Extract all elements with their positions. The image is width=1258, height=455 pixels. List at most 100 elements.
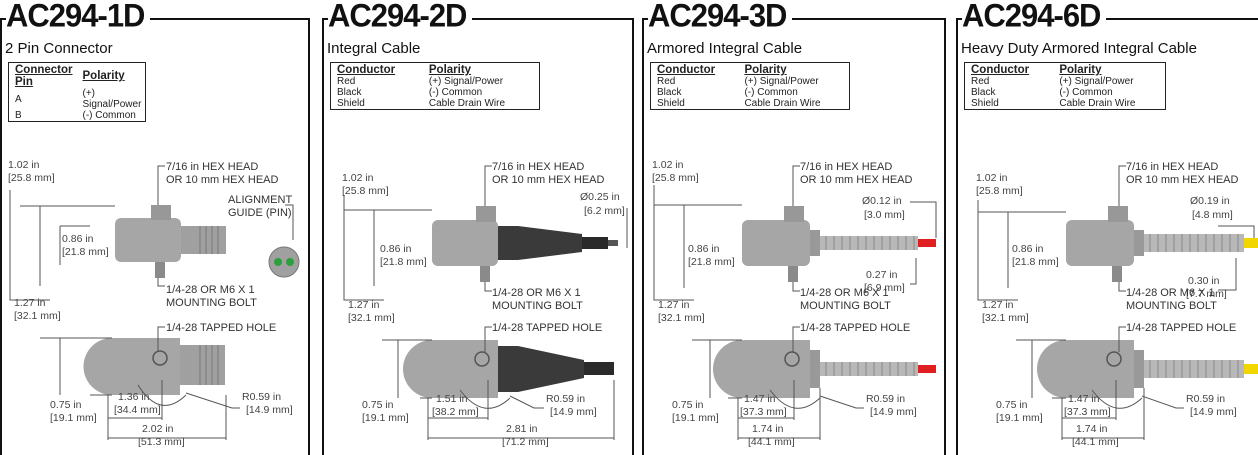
hex-head-label-2: OR 10 mm HEX HEAD	[492, 174, 605, 186]
dim-width-small: 0.75 in	[672, 399, 704, 411]
table-cell: Shield	[337, 98, 365, 109]
pin-a	[274, 258, 282, 266]
table-cell: (-) Common	[1059, 87, 1113, 98]
hex-head-label: 7/16 in HEX HEAD	[166, 161, 258, 173]
table-header: Conductor	[971, 64, 1030, 76]
model-title: AC294-2D	[328, 0, 473, 35]
table-cell: Red	[971, 76, 990, 87]
dim-armor-diameter-mm: [6.9 mm]	[864, 282, 905, 294]
dimension-drawing: 1.02 in [25.8 mm] 0.86 in [21.8 mm] 1.27…	[8, 159, 300, 448]
dim-length-2-mm: [44.1 mm]	[748, 436, 795, 448]
bolt-label: 1/4-28 OR M6 X 1	[492, 287, 581, 299]
panel-frame	[956, 18, 1258, 455]
dim-height-inner: 0.86 in	[62, 233, 94, 245]
table-cell: (+) Signal/Power	[428, 76, 504, 87]
table-cell: Shield	[971, 98, 999, 109]
dim-bottom-mm: [32.1 mm]	[658, 312, 705, 324]
dim-length-2: 2.02 in	[142, 423, 174, 435]
dim-radius: R0.59 in	[866, 393, 905, 405]
table-cell: A	[15, 93, 22, 105]
table-cell: (-) Common	[744, 87, 798, 98]
hex-head-label: 7/16 in HEX HEAD	[1126, 161, 1218, 173]
panel-frame	[0, 18, 310, 455]
dimension-drawing: 1.02 in [25.8 mm] 0.86 in [21.8 mm] 1.27…	[652, 159, 937, 448]
panel-frame	[642, 18, 946, 455]
dim-height-inner: 0.86 in	[1012, 243, 1044, 255]
hex-head-label: 7/16 in HEX HEAD	[492, 161, 584, 173]
dim-width-small: 0.75 in	[362, 399, 394, 411]
table-header: Polarity	[744, 64, 787, 76]
dim-length-1-mm: [37.3 mm]	[740, 406, 787, 418]
dim-cable-diameter: Ø0.19 in	[1190, 195, 1230, 207]
table-cell: Red	[337, 76, 356, 87]
dim-cable-diameter-mm: [4.8 mm]	[1192, 209, 1233, 221]
connector-face	[268, 246, 300, 278]
red-wire	[918, 239, 936, 247]
table-row: Black (-) Common	[651, 87, 850, 98]
dim-height-inner-mm: [21.8 mm]	[1012, 256, 1059, 268]
dim-length-2-mm: [51.3 mm]	[138, 436, 185, 448]
dim-width-small-mm: [19.1 mm]	[362, 412, 409, 424]
dim-length-2-mm: [44.1 mm]	[1072, 436, 1119, 448]
sensor-top-view	[83, 338, 180, 395]
hex-head-label-2: OR 10 mm HEX HEAD	[166, 174, 279, 186]
dim-armor-diameter: 0.27 in	[866, 269, 898, 281]
hex-head-label-2: OR 10 mm HEX HEAD	[1126, 174, 1239, 186]
table-cell: (+) Signal/Power	[744, 76, 819, 87]
table-row: Black(-) Common	[331, 87, 540, 98]
table-row: Red(+) Signal/Power	[965, 76, 1166, 87]
table-row: B(-) Common	[9, 110, 146, 122]
armored-cable	[820, 236, 918, 250]
panel-frame	[322, 18, 634, 455]
panel-ac294-3d: AC294-3D Armored Integral Cable Conducto…	[642, 0, 946, 455]
dim-bottom-mm: [32.1 mm]	[982, 312, 1029, 324]
dim-height-inner-mm: [21.8 mm]	[380, 256, 427, 268]
table-row: Black(-) Common	[965, 87, 1166, 98]
dim-width-small: 0.75 in	[996, 399, 1028, 411]
heavy-armored-cable	[1144, 234, 1244, 252]
dim-length-2: 1.74 in	[1076, 423, 1108, 435]
dim-width-small-mm: [19.1 mm]	[672, 412, 719, 424]
cable	[582, 237, 608, 249]
dim-length-1: 1.47 in	[1068, 393, 1100, 405]
table-row: A(+) Signal/Power	[9, 88, 146, 110]
dim-radius-mm: [14.9 mm]	[550, 406, 597, 418]
model-title: AC294-3D	[648, 0, 793, 35]
dim-height-outer: 1.02 in	[8, 159, 40, 171]
table-row: Red(+) Signal/Power	[651, 76, 850, 87]
table-cell: Black	[657, 87, 682, 98]
dim-height-outer-mm: [25.8 mm]	[652, 172, 699, 184]
dim-bottom: 1.27 in	[658, 299, 690, 311]
dim-width-small-mm: [19.1 mm]	[996, 412, 1043, 424]
model-subtitle: 2 Pin Connector	[5, 40, 113, 57]
dim-bottom: 1.27 in	[348, 299, 380, 311]
table-cell: (-) Common	[82, 110, 136, 121]
dim-height-outer-mm: [25.8 mm]	[976, 185, 1023, 197]
bolt-label-2: MOUNTING BOLT	[166, 297, 257, 309]
bolt-label-2: MOUNTING BOLT	[492, 300, 583, 312]
pin-b	[286, 258, 294, 266]
dim-length-1-mm: [37.3 mm]	[1064, 406, 1111, 418]
dim-width-small-mm: [19.1 mm]	[50, 412, 97, 424]
yellow-jacket	[1244, 238, 1258, 248]
dim-cable-diameter-mm: [3.0 mm]	[864, 209, 905, 221]
dim-length-1: 1.51 in	[436, 393, 468, 405]
dim-height-inner: 0.86 in	[688, 243, 720, 255]
bolt-label-2: MOUNTING BOLT	[800, 300, 891, 312]
model-subtitle: Armored Integral Cable	[647, 40, 803, 57]
sensor-body	[742, 220, 810, 266]
dim-radius: R0.59 in	[1186, 393, 1225, 405]
bolt-label: 1/4-28 OR M6 X 1	[1126, 287, 1215, 299]
dim-length-1: 1.47 in	[744, 393, 776, 405]
sensor-body	[1066, 220, 1134, 266]
dim-armor-diameter: 0.30 in	[1188, 275, 1220, 287]
dim-height-outer-mm: [25.8 mm]	[8, 172, 55, 184]
dim-height-outer: 1.02 in	[342, 172, 374, 184]
dim-width-small: 0.75 in	[50, 399, 82, 411]
table-cell: Cable Drain Wire	[1059, 98, 1136, 109]
dim-armor-diameter-mm: [7.7 mm]	[1186, 288, 1227, 300]
